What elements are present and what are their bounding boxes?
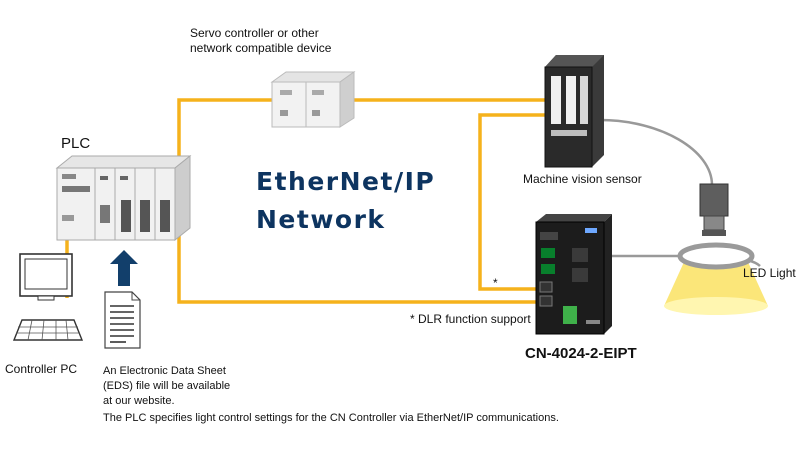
- eds-note-line2: (EDS) file will be available: [103, 380, 231, 392]
- led-light-label: LED Light: [743, 266, 796, 280]
- camera-icon: [699, 183, 729, 236]
- dlr-asterisk: *: [493, 276, 498, 290]
- eds-note-line1: An Electronic Data Sheet: [103, 365, 226, 377]
- plc-label: PLC: [61, 135, 91, 152]
- controller-pc-icon: [12, 253, 84, 341]
- dlr-note: * DLR function support: [410, 312, 531, 326]
- servo-controller-icon: [270, 71, 356, 128]
- arrow-up-icon: [110, 250, 138, 286]
- network-title-line2: Network: [256, 205, 386, 234]
- cn-controller-icon: [535, 214, 612, 335]
- vision-sensor-icon: [544, 55, 604, 168]
- servo-controller-label-line1: Servo controller or other: [190, 26, 319, 40]
- network-title-line1: EtherNet/IP: [256, 167, 436, 196]
- plc-icon: [55, 154, 192, 242]
- vision-sensor-label: Machine vision sensor: [523, 172, 642, 186]
- document-icon: [104, 291, 141, 349]
- servo-controller-label-line2: network compatible device: [190, 41, 332, 55]
- ring-light-icon: [664, 242, 768, 315]
- cn-controller-label: CN-4024-2-EIPT: [525, 345, 637, 362]
- camera-cable: [599, 118, 714, 186]
- footer-note: The PLC specifies light control settings…: [103, 412, 559, 424]
- controller-pc-label: Controller PC: [5, 362, 78, 376]
- eds-note-line3: at our website.: [103, 395, 175, 407]
